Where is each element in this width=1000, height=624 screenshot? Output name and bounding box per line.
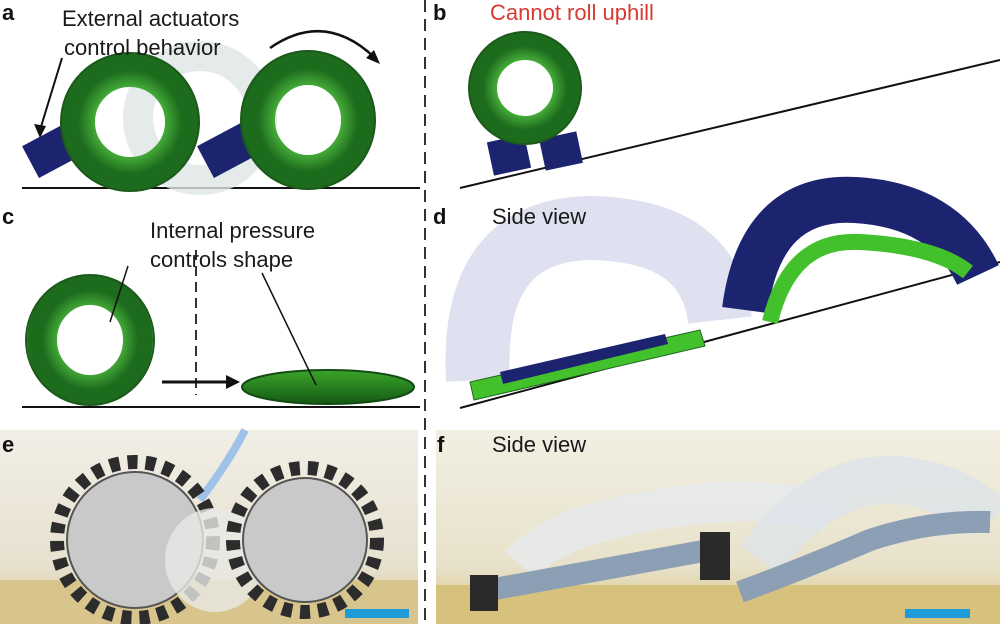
panel-a-line1: External actuators [62,6,240,31]
panel-a-line2: control behavior [64,35,221,60]
flat-disk [241,369,415,405]
left-ring [61,53,199,191]
slope-line-d [459,261,1000,409]
panel-d-graphic [445,176,1000,409]
panel-e-photo [0,428,418,624]
panel-c-label: c [2,204,15,229]
panel-a-graphic [22,30,420,195]
ring-c [27,275,153,405]
panel-b-label: b [433,0,447,25]
navy-arch [722,176,999,314]
robot-strip-left [476,537,722,603]
ghost-arch [445,195,752,382]
panel-c-line1: Internal pressure [150,218,316,243]
robot-right [242,477,368,603]
panel-f-caption: Side view [492,432,587,457]
panel-e-label: e [2,432,15,457]
panel-a-label: a [2,0,15,25]
panel-d-label: d [433,204,447,229]
ring-b [469,32,581,144]
robot-strip-right [736,510,991,603]
right-ring [241,51,375,189]
tube [196,428,249,503]
panel-b-graphic [459,31,1000,189]
actuator-2 [539,131,583,171]
panel-b-caption: Cannot roll uphill [490,0,654,25]
panel-f-label: f [437,432,445,457]
scale-bar-f [905,609,970,618]
panel-c-graphic [22,250,420,408]
scale-bar-e [345,609,409,618]
panel-c-line2: controls shape [150,247,294,272]
panel-f-photo [436,430,1000,624]
green-arch [762,233,973,324]
panel-d-caption: Side view [492,204,587,229]
flat-strip-navy [500,334,668,384]
